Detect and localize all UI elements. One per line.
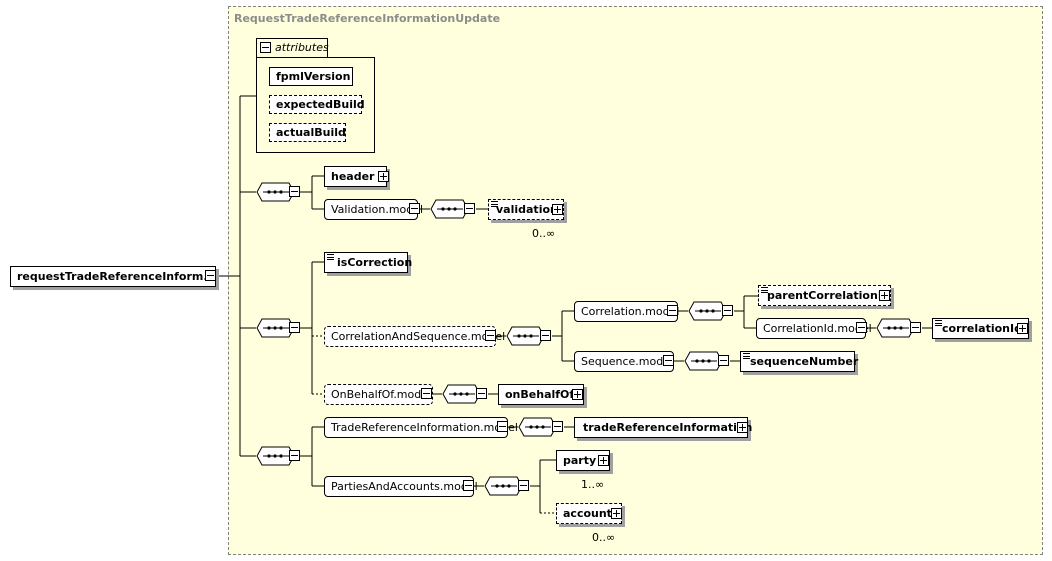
sequence-compositor-icon xyxy=(256,182,295,202)
expand-icon[interactable] xyxy=(611,508,622,519)
root-element[interactable]: requestTradeReferenceInform... xyxy=(10,266,216,287)
sequence-collapse-icon[interactable] xyxy=(718,355,729,366)
sequence-collapse-icon[interactable] xyxy=(464,203,475,214)
collapse-icon[interactable] xyxy=(421,388,432,399)
cardinality-label: 0..∞ xyxy=(592,531,616,544)
element-parent-correlation-id[interactable]: parentCorrelationId xyxy=(758,285,891,306)
group-sequence-model[interactable]: Sequence.model xyxy=(574,351,674,372)
cardinality-label: 1..∞ xyxy=(581,478,605,491)
attributes-label: attributes xyxy=(275,41,329,54)
expand-icon[interactable] xyxy=(879,290,890,301)
sequence-compositor-icon xyxy=(506,326,545,346)
attribute-fpml-version[interactable]: fpmlVersion xyxy=(269,67,353,86)
element-is-correction[interactable]: isCorrection xyxy=(324,252,412,273)
element-trade-reference-information[interactable]: tradeReferenceInformation xyxy=(574,417,752,438)
text-content-icon xyxy=(761,287,768,293)
sequence-compositor-icon xyxy=(688,301,727,321)
element-party[interactable]: party xyxy=(556,450,610,471)
collapse-icon[interactable] xyxy=(485,330,496,341)
sequence-collapse-icon[interactable] xyxy=(910,322,921,333)
attributes-collapse-icon[interactable] xyxy=(260,42,271,53)
element-on-behalf-of[interactable]: onBehalfOf xyxy=(498,384,584,405)
group-on-behalf-of-model[interactable]: OnBehalfOf.model xyxy=(324,384,433,405)
collapse-icon[interactable] xyxy=(497,421,508,432)
expand-icon[interactable] xyxy=(598,455,609,466)
sequence-collapse-icon[interactable] xyxy=(552,421,563,432)
collapse-icon[interactable] xyxy=(663,355,674,366)
root-element-label: requestTradeReferenceInform... xyxy=(17,270,216,283)
element-sequence-number[interactable]: sequenceNumber xyxy=(740,351,858,372)
sequence-compositor-icon xyxy=(430,199,469,219)
expand-icon[interactable] xyxy=(737,422,748,433)
element-header[interactable]: header xyxy=(324,166,387,187)
attribute-actual-build[interactable]: actualBuild xyxy=(269,123,346,142)
sequence-collapse-icon[interactable] xyxy=(722,305,733,316)
collapse-icon[interactable] xyxy=(667,305,678,316)
sequence-compositor-icon xyxy=(256,446,295,466)
group-trade-reference-information-model[interactable]: TradeReferenceInformation.model xyxy=(324,417,518,438)
expand-icon[interactable] xyxy=(572,389,583,400)
sequence-collapse-icon[interactable] xyxy=(540,330,551,341)
text-content-icon xyxy=(327,254,334,260)
sequence-collapse-icon[interactable] xyxy=(289,186,300,197)
sequence-compositor-icon xyxy=(256,318,295,338)
group-correlation-and-sequence-model[interactable]: CorrelationAndSequence.model xyxy=(324,326,505,347)
text-content-icon xyxy=(743,353,750,359)
collapse-icon[interactable] xyxy=(205,270,216,281)
element-account[interactable]: account xyxy=(556,503,622,524)
sequence-compositor-icon xyxy=(518,417,557,437)
complex-type-title: RequestTradeReferenceInformationUpdate xyxy=(234,12,501,25)
group-correlation-id-model[interactable]: CorrelationId.model xyxy=(756,318,872,339)
sequence-collapse-icon[interactable] xyxy=(289,322,300,333)
text-content-icon xyxy=(491,201,498,207)
element-validation[interactable]: validation xyxy=(488,199,564,220)
sequence-compositor-icon xyxy=(876,318,915,338)
sequence-collapse-icon[interactable] xyxy=(476,388,487,399)
attribute-expected-build[interactable]: expectedBuild xyxy=(269,95,365,114)
expand-icon[interactable] xyxy=(1017,323,1028,334)
sequence-compositor-icon xyxy=(684,351,723,371)
group-parties-and-accounts-model[interactable]: PartiesAndAccounts.model xyxy=(324,476,478,497)
group-validation-model[interactable]: Validation.model xyxy=(324,199,423,220)
sequence-compositor-icon xyxy=(442,384,481,404)
group-correlation-model[interactable]: Correlation.model xyxy=(574,301,679,322)
text-content-icon xyxy=(935,320,942,326)
sequence-collapse-icon[interactable] xyxy=(289,450,300,461)
sequence-compositor-icon xyxy=(484,476,523,496)
cardinality-label: 0..∞ xyxy=(532,227,556,240)
sequence-collapse-icon[interactable] xyxy=(518,480,529,491)
expand-icon[interactable] xyxy=(552,204,563,215)
attributes-tab xyxy=(256,38,328,58)
expand-icon[interactable] xyxy=(378,171,389,182)
collapse-icon[interactable] xyxy=(856,322,867,333)
collapse-icon[interactable] xyxy=(463,480,474,491)
element-correlation-id[interactable]: correlationId xyxy=(932,318,1029,339)
collapse-icon[interactable] xyxy=(409,203,420,214)
